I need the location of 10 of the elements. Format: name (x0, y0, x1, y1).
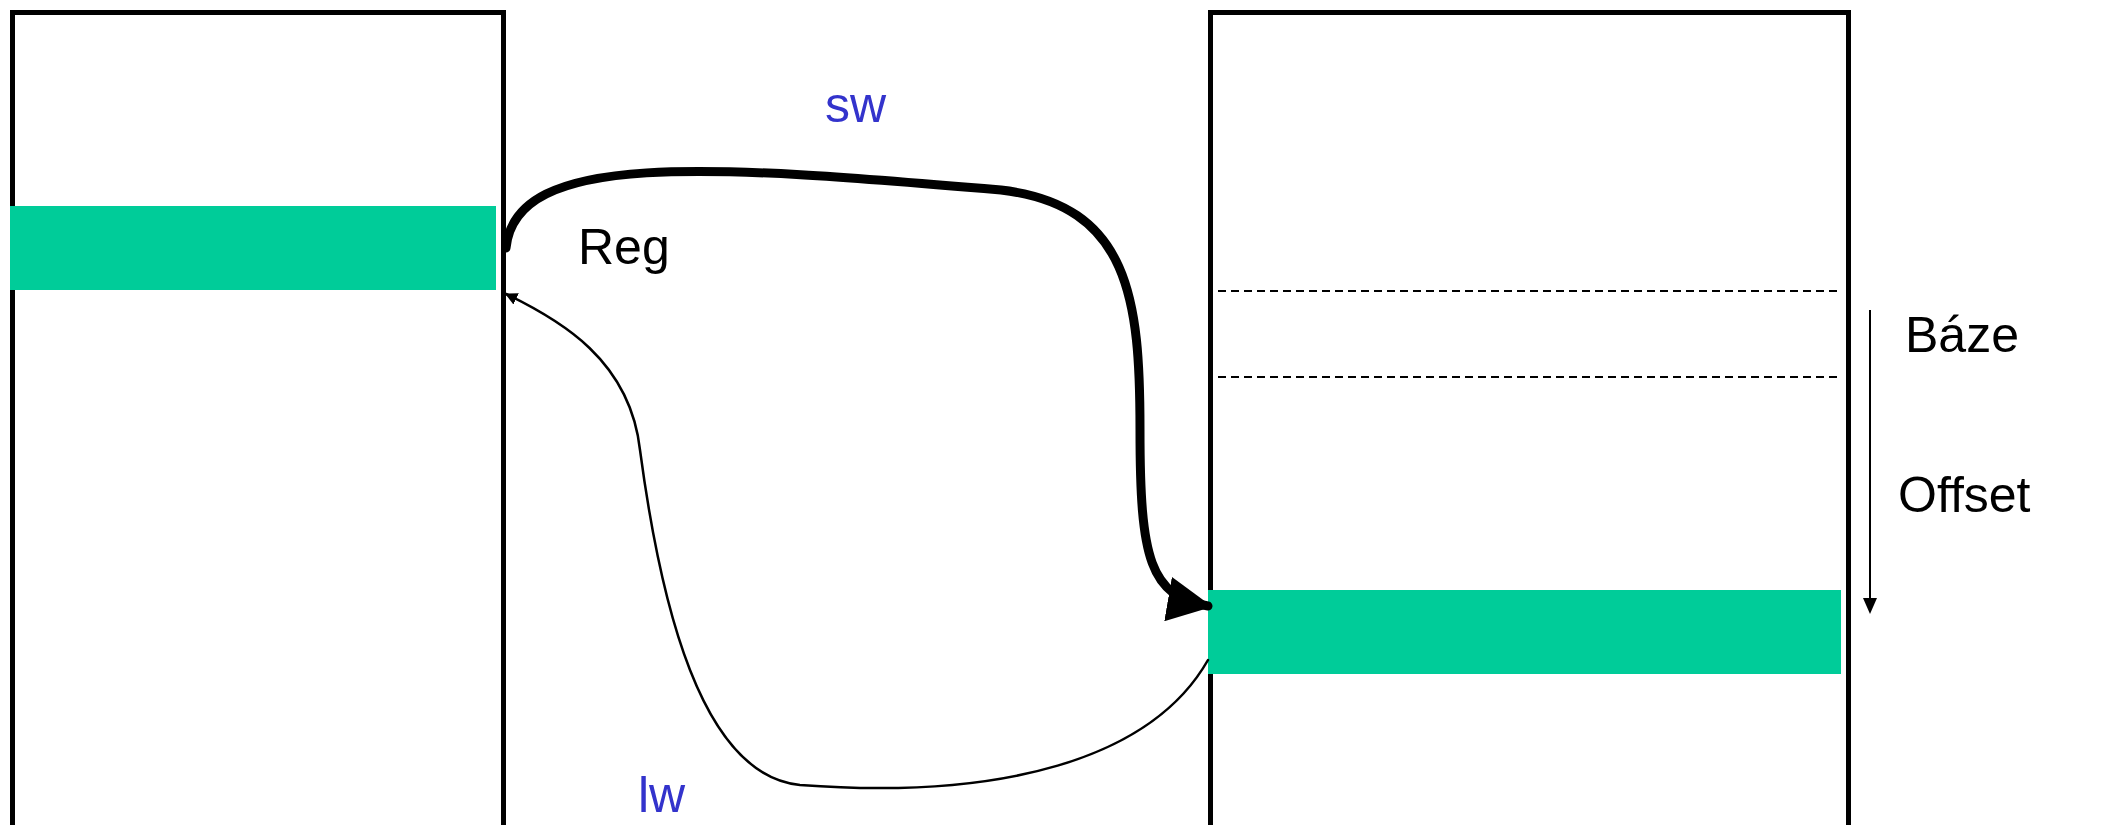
register-label: Reg (578, 222, 670, 272)
arrow (504, 292, 1210, 790)
highlighted-row (10, 206, 496, 290)
annotation-label: Offset (1898, 470, 2031, 520)
edge-label: lw (638, 770, 686, 820)
memory-block (1208, 10, 1851, 825)
annotation-label: Báze (1905, 310, 2019, 360)
highlighted-row (1208, 590, 1841, 674)
memory-block (10, 10, 506, 825)
edge-label: sw (825, 80, 887, 130)
